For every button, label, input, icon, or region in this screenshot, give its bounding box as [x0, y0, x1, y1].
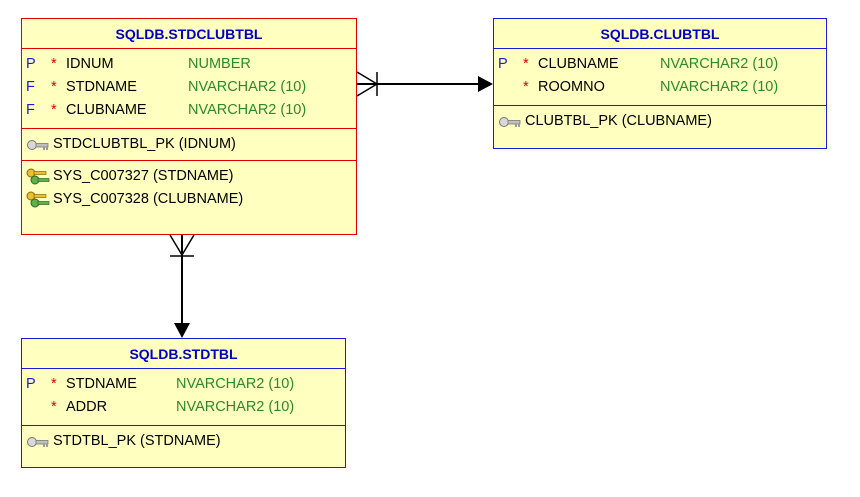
- entity-title: SQLDB.STDTBL: [22, 339, 345, 369]
- foreign-key-icon: [26, 168, 50, 185]
- required-marker: *: [51, 376, 57, 392]
- foreign-key-row[interactable]: SYS_C007328 (CLUBNAME): [22, 188, 356, 211]
- entity-stdclubtbl[interactable]: SQLDB.STDCLUBTBL P * IDNUM NUMBER F * ST…: [21, 18, 357, 235]
- primary-key-icon: [27, 437, 49, 447]
- column-type: NVARCHAR2 (10): [188, 79, 307, 95]
- entity-stdtbl[interactable]: SQLDB.STDTBL P * STDNAME NVARCHAR2 (10) …: [21, 338, 346, 468]
- primary-key-section: STDTBL_PK (STDNAME): [22, 426, 345, 457]
- foreign-key-icon: [26, 191, 50, 208]
- relation-stdclub-to-club[interactable]: [356, 71, 493, 97]
- entity-clubtbl[interactable]: SQLDB.CLUBTBL P * CLUBNAME NVARCHAR2 (10…: [493, 18, 827, 149]
- column-row[interactable]: F * STDNAME NVARCHAR2 (10): [22, 76, 356, 99]
- required-marker: *: [51, 399, 57, 415]
- column-name: STDNAME: [66, 376, 137, 392]
- required-marker: *: [51, 79, 57, 95]
- column-name: IDNUM: [66, 56, 114, 72]
- column-type: NUMBER: [188, 56, 251, 72]
- column-type: NVARCHAR2 (10): [660, 79, 779, 95]
- relation-stdclub-to-std[interactable]: [169, 234, 195, 338]
- key-flag: P: [26, 56, 36, 72]
- key-flag: P: [26, 376, 36, 392]
- columns-section: P * STDNAME NVARCHAR2 (10) * ADDR NVARCH…: [22, 369, 345, 426]
- column-name: CLUBNAME: [66, 102, 147, 118]
- column-row[interactable]: * ROOMNO NVARCHAR2 (10): [494, 76, 826, 99]
- columns-section: P * IDNUM NUMBER F * STDNAME NVARCHAR2 (…: [22, 49, 356, 129]
- foreign-key-label: SYS_C007327 (STDNAME): [53, 168, 234, 184]
- columns-section: P * CLUBNAME NVARCHAR2 (10) * ROOMNO NVA…: [494, 49, 826, 106]
- foreign-key-row[interactable]: SYS_C007327 (STDNAME): [22, 165, 356, 188]
- column-name: STDNAME: [66, 79, 137, 95]
- column-name: ADDR: [66, 399, 108, 415]
- column-name: CLUBNAME: [538, 56, 619, 72]
- primary-key-label: STDTBL_PK (STDNAME): [53, 433, 221, 449]
- column-row[interactable]: P * IDNUM NUMBER: [22, 53, 356, 76]
- column-type: NVARCHAR2 (10): [660, 56, 779, 72]
- primary-key-icon: [499, 117, 521, 127]
- primary-key-icon: [27, 140, 49, 150]
- key-flag: F: [26, 102, 35, 118]
- column-row[interactable]: P * STDNAME NVARCHAR2 (10): [22, 373, 345, 396]
- column-type: NVARCHAR2 (10): [176, 376, 295, 392]
- required-marker: *: [523, 79, 529, 95]
- primary-key-label: CLUBTBL_PK (CLUBNAME): [525, 113, 712, 129]
- column-row[interactable]: P * CLUBNAME NVARCHAR2 (10): [494, 53, 826, 76]
- required-marker: *: [523, 56, 529, 72]
- column-row[interactable]: * ADDR NVARCHAR2 (10): [22, 396, 345, 419]
- column-type: NVARCHAR2 (10): [188, 102, 307, 118]
- primary-key-label: STDCLUBTBL_PK (IDNUM): [53, 136, 236, 152]
- key-flag: F: [26, 79, 35, 95]
- foreign-keys-section: SYS_C007327 (STDNAME) SYS_C007328 (CLUBN…: [22, 161, 356, 217]
- required-marker: *: [51, 56, 57, 72]
- primary-key-row[interactable]: STDCLUBTBL_PK (IDNUM): [22, 133, 356, 156]
- primary-key-section: STDCLUBTBL_PK (IDNUM): [22, 129, 356, 161]
- primary-key-row[interactable]: STDTBL_PK (STDNAME): [22, 430, 345, 453]
- entity-title: SQLDB.STDCLUBTBL: [22, 19, 356, 49]
- column-row[interactable]: F * CLUBNAME NVARCHAR2 (10): [22, 99, 356, 122]
- column-type: NVARCHAR2 (10): [176, 399, 295, 415]
- primary-key-row[interactable]: CLUBTBL_PK (CLUBNAME): [494, 110, 826, 133]
- primary-key-section: CLUBTBL_PK (CLUBNAME): [494, 106, 826, 137]
- key-flag: P: [498, 56, 508, 72]
- foreign-key-label: SYS_C007328 (CLUBNAME): [53, 191, 244, 207]
- entity-title: SQLDB.CLUBTBL: [494, 19, 826, 49]
- column-name: ROOMNO: [538, 79, 605, 95]
- required-marker: *: [51, 102, 57, 118]
